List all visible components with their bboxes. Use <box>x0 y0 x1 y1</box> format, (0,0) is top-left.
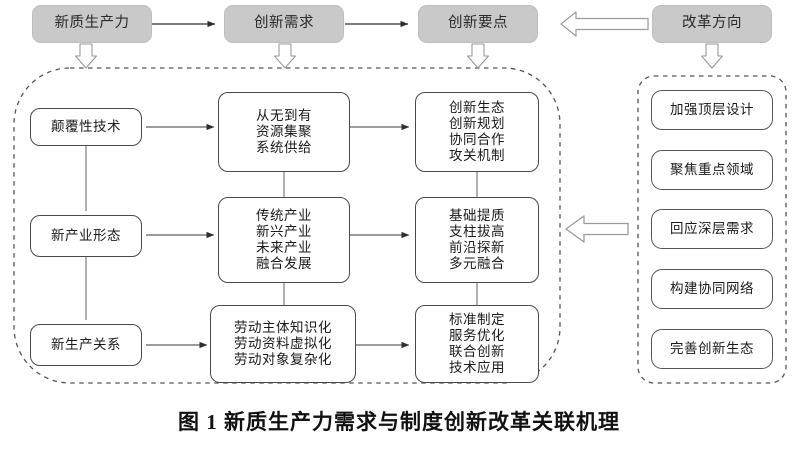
box-demand-labor[interactable]: 劳动主体知识化 劳动资料虚拟化 劳动对象复杂化 <box>210 305 356 383</box>
box-points-ecosystem[interactable]: 创新生态 创新规划 协同合作 攻关机制 <box>415 92 539 172</box>
box-new-production-relations[interactable]: 新生产关系 <box>30 324 142 366</box>
header-box-innovation-demand[interactable]: 创新需求 <box>224 5 344 43</box>
box-demand-supply-system[interactable]: 从无到有 资源集聚 系统供给 <box>218 92 350 172</box>
box-reform-innovation-ecosystem[interactable]: 完善创新生态 <box>651 329 773 369</box>
hollow-arrow-reform-to-main <box>565 215 629 243</box>
box-reform-top-level-design[interactable]: 加强顶层设计 <box>651 90 773 130</box>
down-arrow-points <box>466 43 490 69</box>
hollow-down-arrows <box>74 43 724 69</box>
down-arrow-demand <box>273 43 297 69</box>
box-new-industry-form[interactable]: 新产业形态 <box>30 215 142 257</box>
figure-caption: 图 1 新质生产力需求与制度创新改革关联机理 <box>178 410 620 434</box>
hollow-arrow-header-left <box>560 11 649 37</box>
down-arrow-productivity <box>74 43 98 69</box>
header-box-productivity[interactable]: 新质生产力 <box>32 5 152 43</box>
box-reform-collaborative-network[interactable]: 构建协同网络 <box>651 269 773 309</box>
box-reform-key-areas[interactable]: 聚焦重点领域 <box>651 150 773 190</box>
box-reform-deep-demand[interactable]: 回应深层需求 <box>651 209 773 249</box>
box-disruptive-technology[interactable]: 颠覆性技术 <box>30 108 142 146</box>
header-box-reform-direction[interactable]: 改革方向 <box>652 5 772 43</box>
box-demand-industries[interactable]: 传统产业 新兴产业 未来产业 融合发展 <box>218 197 350 283</box>
down-arrow-reform <box>700 43 724 69</box>
header-box-innovation-points[interactable]: 创新要点 <box>418 5 538 43</box>
box-points-standards[interactable]: 标准制定 服务优化 联合创新 技术应用 <box>415 305 539 383</box>
box-points-foundation[interactable]: 基础提质 支柱拔高 前沿探新 多元融合 <box>415 197 539 283</box>
